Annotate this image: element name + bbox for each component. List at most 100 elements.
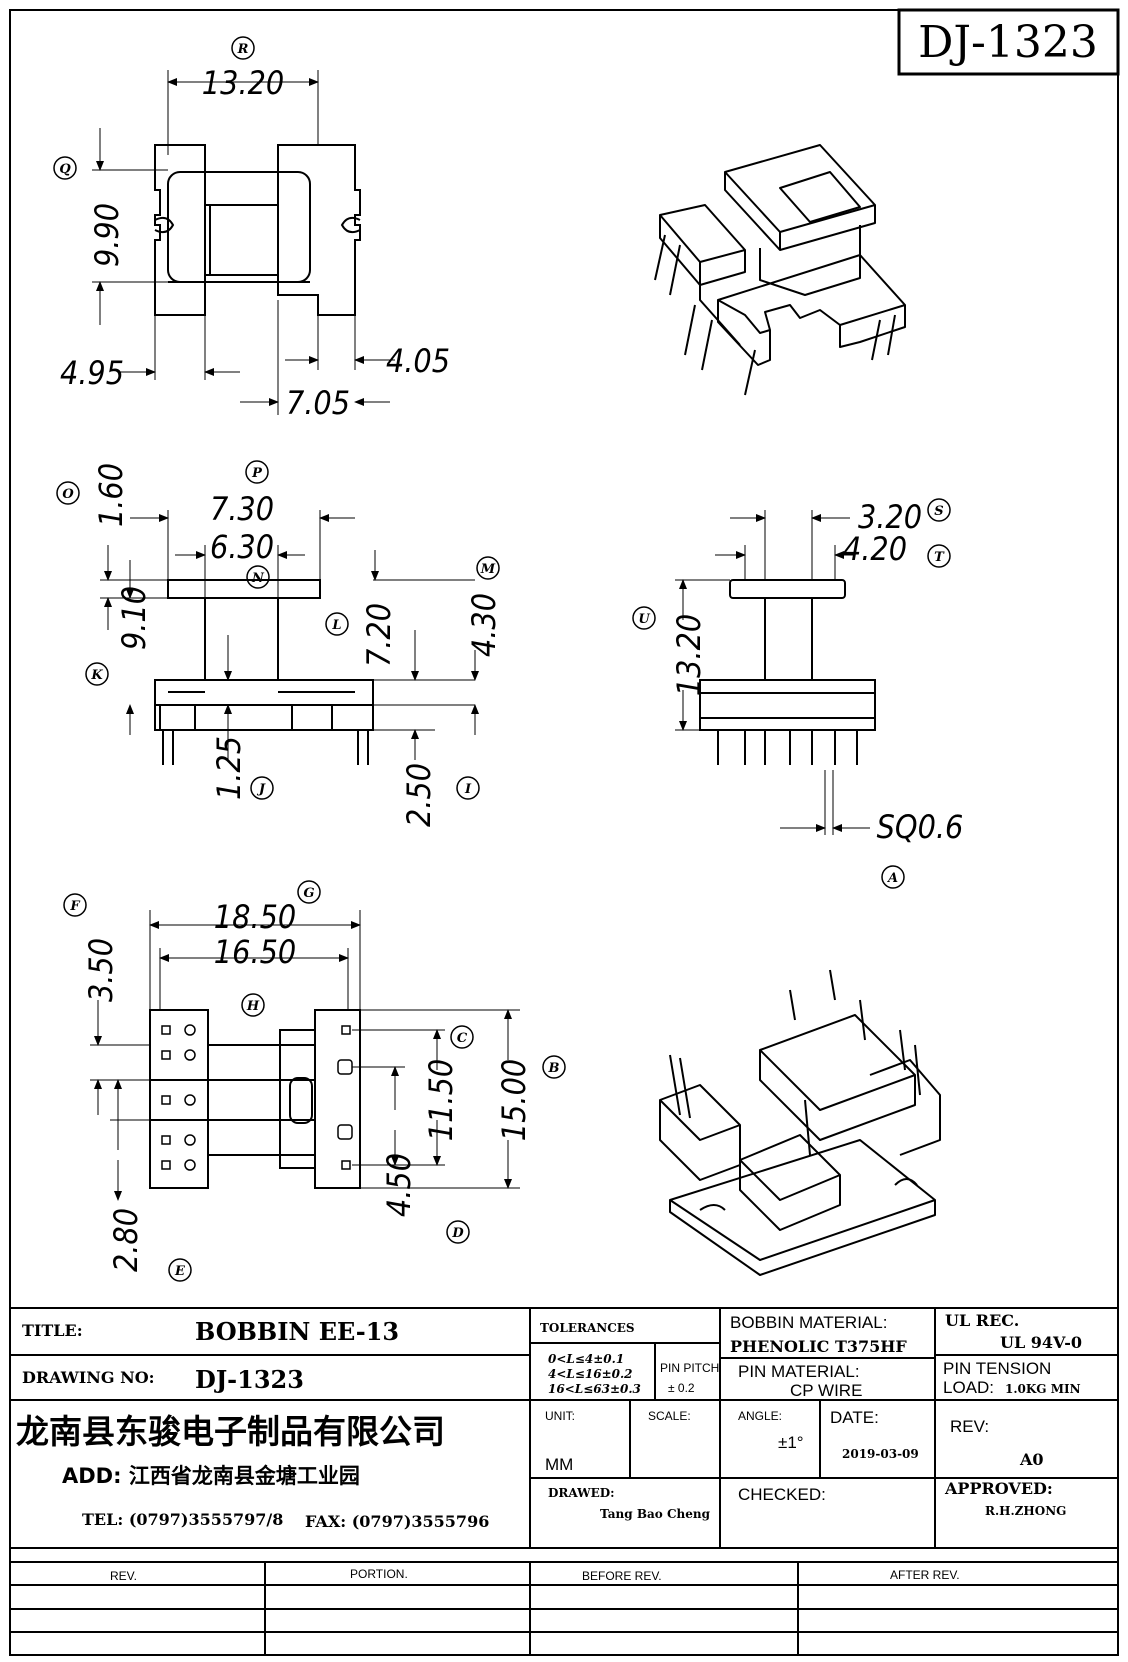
- drawing-id: DJ-1323: [918, 17, 1098, 68]
- revision-header: AFTER REV.: [890, 1568, 960, 1582]
- callout-letter: T: [934, 550, 945, 565]
- callout-circle: [927, 498, 951, 522]
- dim-label: 6.30: [210, 528, 274, 566]
- tolerance-line: 16<L≤63±0.3: [548, 1382, 641, 1396]
- revision-header: REV.: [110, 1569, 137, 1583]
- callout-circle: [632, 606, 656, 630]
- callout-letter: D: [451, 1226, 464, 1241]
- callout-circle: [542, 1055, 566, 1079]
- callout-circle: [56, 481, 80, 505]
- drawing-id-box: DJ-1323: [897, 8, 1120, 76]
- callout-letter: R: [237, 42, 249, 57]
- company-tel: TEL: (0797)3555797/8: [82, 1510, 283, 1529]
- callout-circle: [231, 36, 255, 60]
- dim-label: 4.05: [386, 342, 450, 380]
- pin-material-value: CP WIRE: [790, 1381, 862, 1400]
- callout-letter: J: [256, 782, 266, 797]
- dim-label: 1.25: [210, 736, 248, 800]
- company-address: ADD: 江西省龙南县金塘工业园: [62, 1464, 360, 1488]
- bobbin-material-label: BOBBIN MATERIAL:: [730, 1313, 887, 1332]
- rev-label: REV:: [950, 1417, 989, 1436]
- callout-letter: K: [90, 668, 103, 683]
- company-fax: FAX: (0797)3555796: [305, 1512, 489, 1531]
- callout-letter: U: [638, 612, 650, 627]
- tolerances-label: TOLERANCES: [540, 1321, 635, 1335]
- top-view: [154, 144, 361, 316]
- unit-value: MM: [545, 1455, 573, 1474]
- title-label: TITLE:: [22, 1321, 83, 1340]
- tolerance-line: 0<L≤4±0.1: [548, 1352, 624, 1366]
- callout-circle: [325, 612, 349, 636]
- ul-value: UL 94V-0: [1000, 1333, 1082, 1352]
- dim-label: 7.30: [210, 490, 274, 528]
- scale-label: SCALE:: [648, 1409, 691, 1423]
- dim-label: 4.95: [60, 354, 124, 392]
- callout-letter: A: [886, 871, 898, 886]
- dim-label: 11.50: [422, 1059, 460, 1141]
- pin-pitch-value: ± 0.2: [668, 1381, 695, 1395]
- drawing-no-value: DJ-1323: [195, 1365, 304, 1394]
- callout-circle: [456, 776, 480, 800]
- callout-circle: [927, 544, 951, 568]
- callout-circle: [241, 993, 265, 1017]
- callout-circle: [246, 565, 270, 589]
- dim-label: 1.60: [92, 463, 130, 527]
- bobbin-material-value: PHENOLIC T375HF: [730, 1337, 907, 1356]
- callout-circle: [297, 880, 321, 904]
- angle-label: ANGLE:: [738, 1409, 782, 1423]
- dim-label: 13.20: [670, 614, 708, 696]
- dim-label: 13.20: [202, 64, 284, 102]
- callout-circle: [63, 893, 87, 917]
- angle-value: ±1°: [778, 1433, 804, 1452]
- side-dimension-lines: [675, 510, 870, 835]
- callout-letter: O: [62, 487, 74, 502]
- drawing-no-label: DRAWING NO:: [22, 1368, 155, 1387]
- rev-value: A0: [1019, 1450, 1044, 1469]
- callout-letter: M: [480, 562, 496, 577]
- callout-letter: E: [174, 1264, 186, 1279]
- date-value: 2019-03-09: [842, 1447, 919, 1461]
- iso-view-top: [654, 144, 906, 396]
- title-block: [9, 1307, 1119, 1549]
- callout-letter: L: [331, 618, 341, 633]
- callout-circle: [168, 1258, 192, 1282]
- company-name: 龙南县东骏电子制品有限公司: [16, 1412, 445, 1451]
- front-view: [154, 579, 374, 765]
- callout-circle: [53, 156, 77, 180]
- callout-circle: [476, 556, 500, 580]
- top-dimension-lines: [92, 70, 395, 415]
- callout-letter: B: [548, 1061, 560, 1076]
- pin-pitch-label: PIN PITCH: [660, 1361, 719, 1375]
- dim-label: 3.50: [82, 938, 120, 1002]
- iso-view-bottom: [659, 969, 941, 1276]
- bottom-dimension-lines: [90, 910, 520, 1201]
- approved-value: R.H.ZHONG: [985, 1504, 1066, 1518]
- dim-label: 2.50: [400, 763, 438, 827]
- date-label: DATE:: [830, 1408, 879, 1427]
- dim-label: 3.20: [858, 498, 922, 536]
- pin-tension-value: 1.0KG MIN: [1005, 1382, 1081, 1396]
- dim-label: SQ0.6: [877, 808, 964, 846]
- dim-label: 15.00: [495, 1059, 533, 1141]
- approved-label: APPROVED:: [944, 1479, 1053, 1498]
- revision-header: BEFORE REV.: [582, 1569, 662, 1583]
- checked-label: CHECKED:: [738, 1485, 826, 1504]
- dim-label: 4.20: [843, 530, 907, 568]
- pin-material-label: PIN MATERIAL:: [738, 1362, 860, 1381]
- side-view: [699, 579, 876, 765]
- revision-table: [9, 1561, 1119, 1656]
- revision-header: PORTION.: [350, 1567, 408, 1581]
- callout-letter: I: [464, 782, 472, 797]
- dim-label: 9.10: [115, 586, 153, 650]
- dim-label: 2.80: [107, 1208, 145, 1272]
- callout-letter: F: [69, 899, 80, 914]
- dim-label: 18.50: [214, 898, 296, 936]
- callout-letter: G: [303, 886, 314, 901]
- callout-letter: H: [246, 999, 260, 1014]
- callout-circle: [881, 865, 905, 889]
- title-value: BOBBIN EE-13: [195, 1317, 399, 1346]
- callout-circle: [250, 776, 274, 800]
- callout-letter: S: [934, 504, 943, 519]
